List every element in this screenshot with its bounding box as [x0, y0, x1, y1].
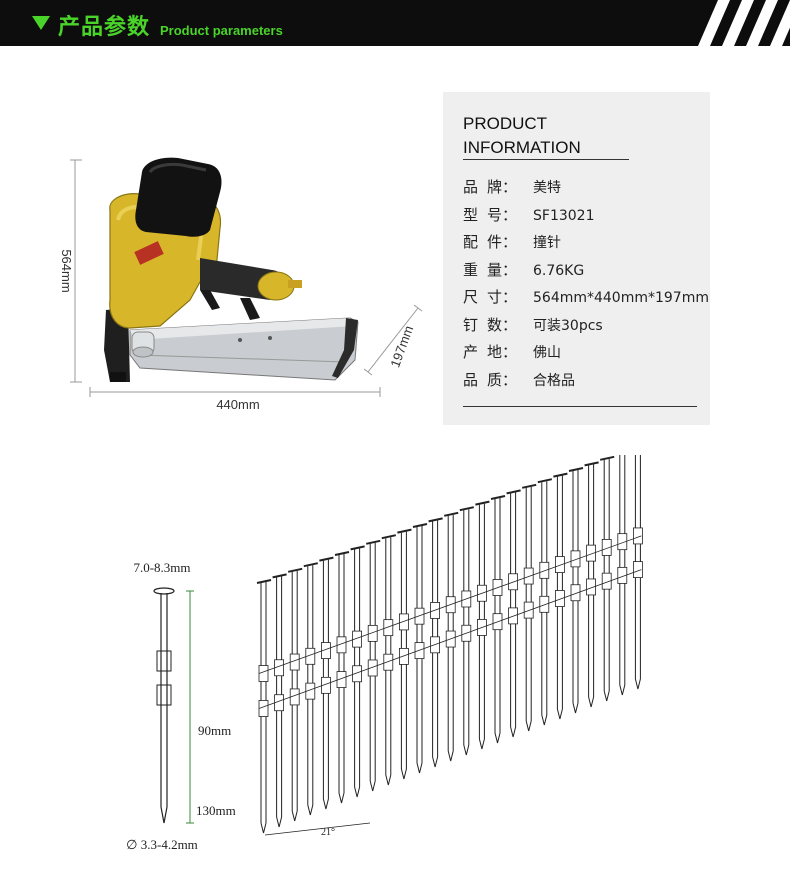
nail — [537, 478, 553, 726]
nail — [365, 539, 381, 792]
spec-key: 品 质： — [463, 370, 518, 389]
nail — [553, 472, 568, 720]
section-header: 产品参数 Product parameters — [0, 0, 790, 46]
info-title-line2: INFORMATION — [463, 138, 581, 157]
nail-gun-image: 564mm 440mm 197mm — [59, 157, 423, 412]
spec-value: 564mm*440mm*197mm — [533, 290, 709, 306]
spec-key: 钉 数： — [463, 315, 518, 334]
nail — [521, 483, 537, 732]
dim-width-label: 440mm — [216, 397, 259, 412]
nail — [319, 556, 334, 810]
nail-strip — [256, 455, 643, 836]
dim-height-label: 564mm — [59, 249, 74, 292]
nail — [287, 567, 303, 822]
angle-baseline — [264, 822, 371, 836]
spec-row-brand: 品 牌： 美特 — [463, 176, 709, 204]
spec-row-weight: 重 量： 6.76KG — [463, 259, 709, 287]
spec-key: 配 件： — [463, 233, 518, 251]
info-title: PRODUCT INFORMATION — [463, 112, 581, 160]
shank-diameter-label: ∅ 3.3-4.2mm — [126, 837, 198, 852]
product-info-panel: PRODUCT INFORMATION 品 牌： 美特 型 号： SF13021 配… — [443, 92, 710, 425]
collation-strip — [258, 569, 642, 709]
spec-key: 型 号： — [463, 205, 518, 224]
nail — [568, 467, 584, 714]
nail — [334, 551, 350, 804]
spec-row-model: 型 号： SF13021 — [463, 204, 709, 232]
nail — [272, 573, 287, 828]
nail — [350, 545, 365, 798]
spec-key: 重 量： — [463, 260, 518, 279]
info-title-line1: PRODUCT — [463, 114, 548, 133]
section-title-cn: 产品参数 — [58, 15, 151, 40]
nail — [397, 528, 412, 780]
dim-depth-label: 197mm — [387, 324, 416, 370]
spec-key: 品 牌： — [463, 178, 518, 196]
head-diameter-label: 7.0-8.3mm — [133, 560, 190, 575]
length-90-label: 90mm — [198, 723, 231, 738]
spec-row-size: 尺 寸： 564mm*440mm*197mm — [463, 286, 709, 314]
divider — [463, 406, 697, 407]
spec-key: 产 地： — [463, 343, 518, 361]
spec-row-nail-count: 钉 数： 可装30pcs — [463, 314, 709, 342]
spec-key: 尺 寸： — [463, 288, 518, 306]
header-stripes-decoration — [698, 0, 790, 46]
spec-list: 品 牌： 美特 型 号： SF13021 配 件： 撞针 重 量： 6.76KG 尺 寸… — [463, 176, 709, 396]
nail — [599, 455, 615, 702]
nail — [381, 534, 397, 786]
nail — [303, 562, 319, 816]
spec-value: 撞针 — [533, 235, 561, 251]
nail — [584, 461, 599, 708]
spec-value: SF13021 — [533, 207, 595, 224]
divider — [463, 159, 629, 160]
spec-value: 可装30pcs — [533, 317, 603, 334]
spec-value: 6.76KG — [533, 262, 585, 279]
collation-strip — [258, 535, 642, 674]
spec-row-accessory: 配 件： 撞针 — [463, 231, 709, 259]
angle-label: 21° — [321, 827, 335, 838]
nail-strip-diagram: 7.0-8.3mm 90mm 130mm ∅ 3.3-4.2mm 21° — [126, 455, 643, 852]
length-130-label: 130mm — [196, 803, 236, 818]
spec-value: 美特 — [533, 180, 561, 196]
triangle-down-icon — [32, 16, 50, 30]
spec-row-origin: 产 地： 佛山 — [463, 341, 709, 369]
nail — [256, 579, 272, 834]
nail — [615, 455, 628, 696]
spec-value: 合格品 — [533, 372, 575, 389]
spec-row-quality: 品 质： 合格品 — [463, 369, 709, 397]
nail — [633, 455, 643, 690]
nail — [506, 489, 521, 738]
section-title-en: Product parameters — [160, 23, 283, 38]
spec-value: 佛山 — [533, 345, 561, 361]
